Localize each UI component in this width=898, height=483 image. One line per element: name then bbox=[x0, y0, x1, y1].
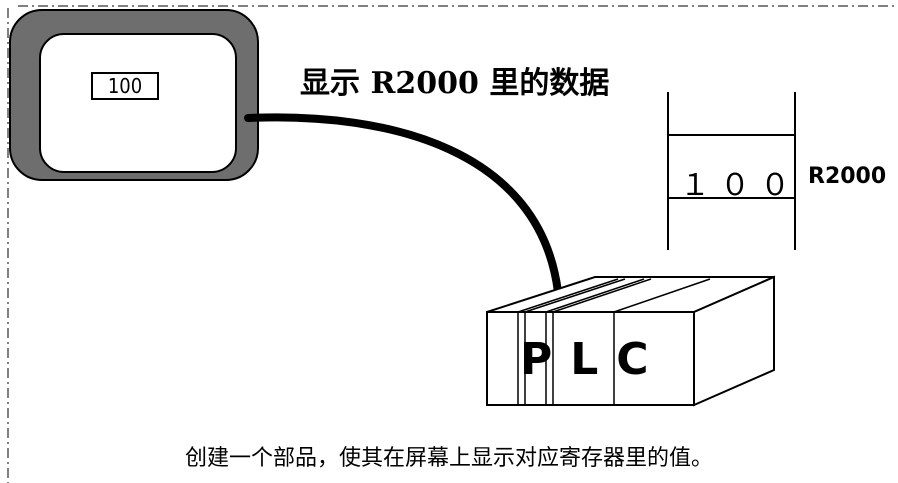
register-value: １００ bbox=[680, 168, 800, 203]
plc-label: PLC bbox=[520, 334, 667, 385]
plc-front-face bbox=[486, 311, 695, 406]
diagram-caption: 创建一个部品，使其在屏幕上显示对应寄存器里的值。 bbox=[184, 446, 713, 471]
hmi-screen bbox=[39, 33, 237, 173]
register-name-label: R2000 bbox=[808, 164, 887, 189]
hmi-display-value: 100 bbox=[91, 72, 159, 100]
diagram-title: 显示 R2000 里的数据 bbox=[300, 66, 610, 101]
communication-cable bbox=[244, 113, 562, 296]
hmi-panel-icon bbox=[9, 9, 259, 181]
plc-box-icon bbox=[486, 275, 775, 407]
register-table bbox=[667, 92, 796, 250]
